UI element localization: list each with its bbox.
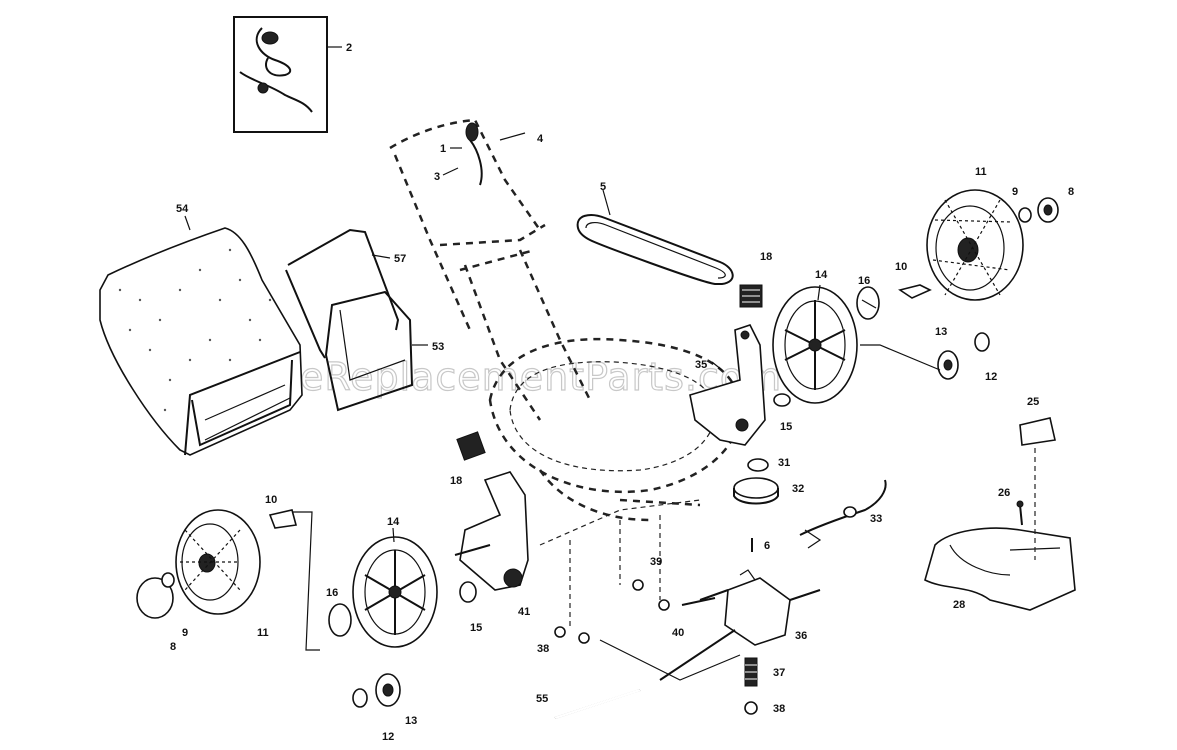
callout-12-left: 12 [382,731,394,743]
callout-3: 3 [434,171,440,183]
callout-10-left: 10 [265,494,277,506]
callout-53: 53 [432,341,444,353]
callout-41: 41 [518,606,530,618]
drive-belt [576,189,734,285]
bag-support-frame [324,290,428,412]
callout-labels: 2 4 1 3 5 11 9 8 18 14 16 10 54 57 53 35… [170,42,1074,743]
bag-frame [285,228,400,359]
callout-54: 54 [176,203,189,215]
side-discharge-chute [924,417,1076,611]
wheel-left [136,509,320,651]
callout-8-left: 8 [170,641,176,653]
callout-14-right: 14 [815,269,828,281]
fasteners [751,500,1024,552]
callout-37: 37 [773,667,785,679]
cable-kit-box [233,16,342,133]
callout-9-right: 9 [1012,186,1018,198]
mower-deck [488,337,742,522]
wheel-rim-left [328,527,477,648]
wheel-rim-right [772,284,858,404]
blade-adapter [733,458,779,505]
spring-upper [739,284,763,308]
callout-18-upper: 18 [760,251,772,263]
callout-12-right: 12 [985,371,997,383]
callout-6: 6 [764,540,770,552]
callout-28: 28 [953,599,965,611]
callout-55: 55 [536,693,548,705]
height-adjuster-right [689,324,791,446]
callout-35: 35 [695,359,707,371]
callout-16-right: 16 [858,275,870,287]
axle-rod [554,688,641,720]
callout-57: 57 [394,253,406,265]
callout-39: 39 [650,556,662,568]
callout-5: 5 [600,181,606,193]
right-wheel-small-parts [856,197,1059,320]
callout-10-right: 10 [895,261,907,273]
callout-13-left: 13 [405,715,417,727]
callout-15-right: 15 [780,421,792,433]
callout-26: 26 [998,487,1010,499]
callout-36: 36 [795,630,807,642]
callout-38-left: 38 [537,643,549,655]
callout-15-left: 15 [470,622,482,634]
callout-38-right: 38 [773,703,785,715]
callout-11-left: 11 [257,627,269,639]
callout-13-right: 13 [935,326,947,338]
drive-gear-left [352,673,401,708]
callout-40: 40 [672,627,684,639]
callout-16-left: 16 [326,587,338,599]
height-adjuster-left [454,471,701,591]
callout-33: 33 [870,513,882,525]
callout-32: 32 [792,483,804,495]
callout-9-left: 9 [182,627,188,639]
callout-2: 2 [346,42,352,54]
callout-14-left: 14 [387,516,400,528]
callout-8-right: 8 [1068,186,1074,198]
drive-cable [799,479,887,549]
callout-1: 1 [440,143,446,155]
callout-25: 25 [1027,396,1039,408]
wheel-right [926,189,1024,301]
callout-31: 31 [778,457,790,469]
callout-11-right: 11 [975,166,987,178]
spring-lower [456,431,486,461]
grass-bag [99,215,303,456]
transmission [554,515,821,715]
drive-gear-right [860,332,990,380]
callout-4: 4 [537,133,544,145]
callout-18-lower: 18 [450,475,462,487]
handle-assembly [389,118,592,421]
